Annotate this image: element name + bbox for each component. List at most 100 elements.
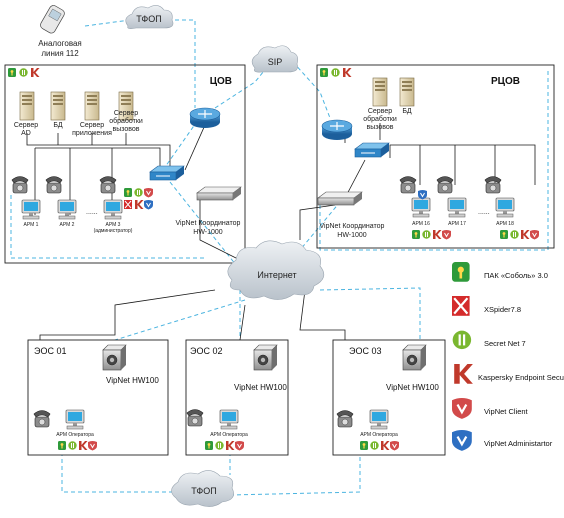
- rtsov-dots: ......: [478, 209, 490, 216]
- arm3-pc-icon: [103, 199, 123, 220]
- pstn-bottom-label: ТФОП: [191, 486, 217, 496]
- arm1-label: АРМ 1: [24, 222, 39, 228]
- server-app-icon: [84, 91, 100, 121]
- eos1-phone-icon: [33, 410, 51, 428]
- svg-text:ПАК «Соболь» 3.0: ПАК «Соболь» 3.0: [484, 271, 548, 280]
- eos2-pc-icon: [219, 409, 239, 430]
- rtsov-router-icon: [321, 119, 353, 141]
- arm3-label: АРМ 3(администратор): [94, 222, 133, 234]
- eos2-hw100-label: VipNet HW100: [234, 383, 287, 392]
- vipnet-admin-icon: [450, 428, 473, 452]
- tsov-coordinator-icon: [196, 186, 242, 201]
- svg-text:VipNet Administartor: VipNet Administartor: [484, 439, 553, 448]
- server-db-icon: [50, 91, 66, 121]
- eos2-title: ЭОС 02: [190, 346, 222, 356]
- legend-item-vipnet-client: VipNet Client: [450, 396, 529, 420]
- eos3-box: [332, 339, 446, 456]
- arm3-security-icons: [123, 187, 154, 210]
- tsov-dots: ......: [86, 209, 98, 216]
- sip-label: SIP: [268, 57, 283, 67]
- svg-text:Secret Net 7: Secret Net 7: [484, 339, 526, 348]
- tsov-phone-3-icon: [99, 176, 117, 194]
- server-db-label: БД: [53, 122, 63, 129]
- eos2-arm-label: АРМ Оператора: [210, 432, 248, 438]
- tsov-phone-1-icon: [11, 176, 29, 194]
- rtsov-box: [316, 64, 555, 249]
- legend-item-secretnet: Secret Net 7: [452, 330, 526, 350]
- eos1-title: ЭОС 01: [34, 346, 66, 356]
- pstn-bottom-cloud: ТФОП: [171, 470, 234, 507]
- eos3-pc-icon: [369, 409, 389, 430]
- arm2-label: АРМ 2: [60, 222, 75, 228]
- sip-cloud: SIP: [251, 45, 299, 73]
- internet-label: Интернет: [257, 270, 296, 280]
- tsov-phone-2-icon: [45, 176, 63, 194]
- eos2-hw100-icon: [253, 344, 278, 371]
- arm18-label: АРМ 18: [496, 221, 514, 227]
- secretnet-icon: [452, 330, 472, 350]
- eos3-phone-icon: [336, 410, 354, 428]
- arm18-pc-icon: [495, 197, 515, 218]
- eos2-phone-icon: [186, 409, 204, 427]
- arm18-security-icons: [500, 229, 540, 240]
- kaspersky-icon: [31, 68, 40, 77]
- r-server-db-icon: [399, 77, 415, 107]
- r-server-db-label: БД: [402, 108, 412, 115]
- arm17-pc-icon: [447, 197, 467, 218]
- internet-cloud: Интернет: [227, 240, 325, 300]
- vipnet-client-icon: [450, 396, 473, 420]
- rtsov-phone-2-icon: [436, 176, 454, 194]
- svg-text:Kaspersky Endpoint Security: Kaspersky Endpoint Security: [478, 373, 564, 382]
- arm17-label: АРМ 17: [448, 221, 466, 227]
- tsov-title: ЦОВ: [210, 76, 232, 87]
- arm1-pc-icon: [21, 199, 41, 220]
- r-server-calls-icon: [372, 77, 388, 107]
- tsov-security-icons: [8, 68, 40, 77]
- eos1-hw100-icon: [102, 344, 127, 371]
- server-ad-icon: [19, 91, 35, 121]
- legend-item-sobol: ПАК «Соболь» 3.0: [452, 262, 548, 282]
- legend-item-kaspersky: Kaspersky Endpoint Security: [454, 364, 564, 384]
- eos3-hw100-label: VipNet HW100: [386, 383, 439, 392]
- sobol-icon: [8, 68, 16, 77]
- xspider-icon: [450, 294, 471, 317]
- tsov-box: [4, 64, 246, 264]
- rtsov-security-icons: [320, 68, 352, 77]
- rtsov-switch-icon: [354, 142, 390, 158]
- tsov-switch-icon: [149, 165, 185, 181]
- rtsov-phone-3-icon: [484, 176, 502, 194]
- legend-item-xspider: XSpider7.8: [450, 294, 521, 317]
- arm16-security-icons: [412, 229, 452, 240]
- arm2-pc-icon: [57, 199, 77, 220]
- sobol-icon: [452, 262, 470, 282]
- pstn-top-cloud: ТФОП: [125, 5, 174, 29]
- legend-item-vipnet-admin: VipNet Administartor: [450, 428, 553, 452]
- arm16-label: АРМ 16: [412, 221, 430, 227]
- eos1-box: [27, 339, 169, 456]
- svg-text:XSpider7.8: XSpider7.8: [484, 305, 521, 314]
- arm16-pc-icon: [411, 197, 431, 218]
- rtsov-phone-1-icon: [399, 176, 417, 194]
- kaspersky-icon: [454, 364, 473, 384]
- dashed-links: [10, 19, 549, 496]
- eos3-hw100-icon: [402, 344, 427, 371]
- mobile-phone-icon: [40, 5, 65, 34]
- eos1-arm-label: АРМ Оператора: [56, 432, 94, 438]
- legend: ПАК «Соболь» 3.0 XSpider7.8 Secret Net 7…: [450, 262, 564, 452]
- eos1-hw100-label: VipNet HW100: [106, 376, 159, 385]
- tsov-router-icon: [189, 107, 221, 129]
- rtsov-coordinator-icon: [317, 191, 363, 206]
- eos1-pc-icon: [65, 409, 85, 430]
- pstn-top-label: ТФОП: [136, 14, 162, 24]
- eos3-title: ЭОС 03: [349, 346, 381, 356]
- secretnet-icon: [19, 68, 28, 77]
- rtsov-title: РЦОВ: [491, 76, 520, 87]
